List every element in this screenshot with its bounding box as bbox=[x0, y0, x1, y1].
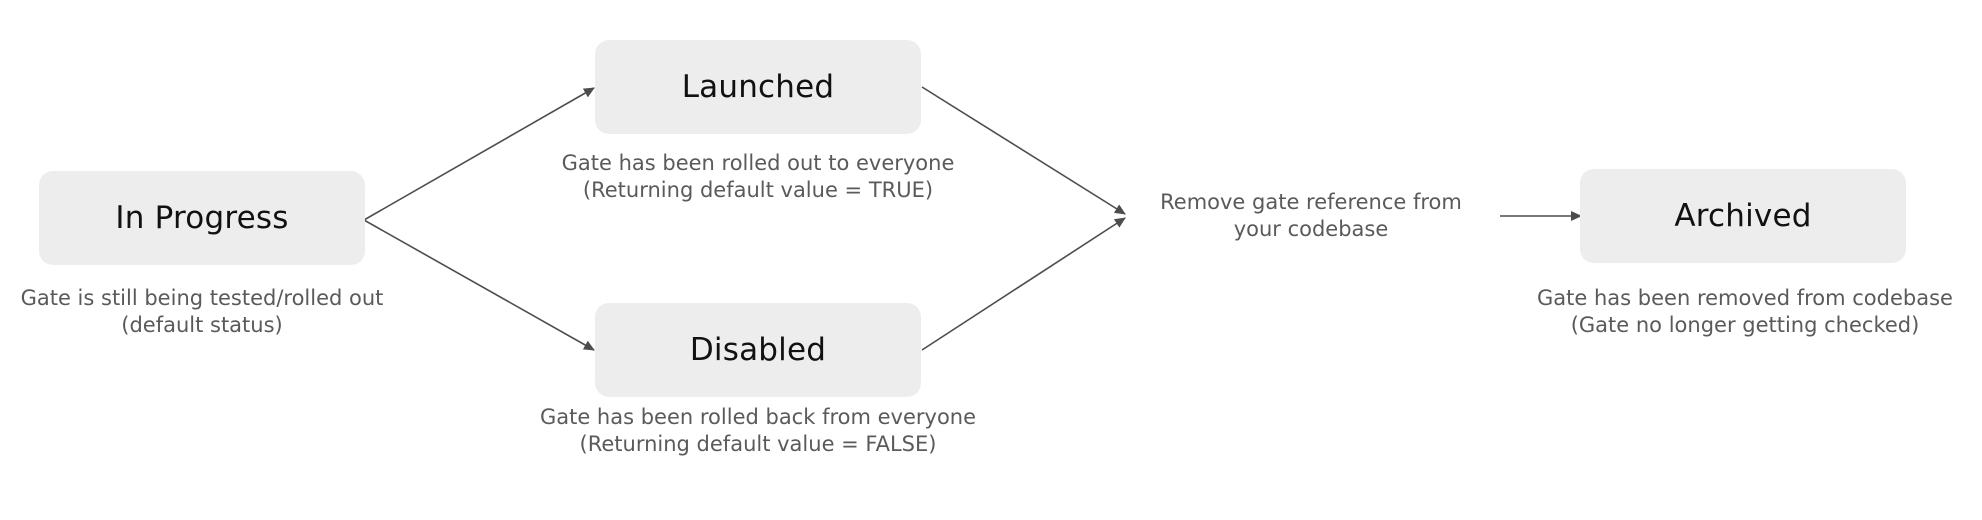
state-disabled-label: Disabled bbox=[689, 332, 827, 368]
state-launched-description: Gate has been rolled out to everyone (Re… bbox=[508, 150, 1008, 204]
state-in-progress-label: In Progress bbox=[115, 200, 289, 236]
arrow-disabled-to-remove bbox=[921, 217, 1126, 351]
state-archived-desc-line1: Gate has been removed from codebase bbox=[1537, 286, 1953, 310]
state-disabled-description: Gate has been rolled back from everyone … bbox=[488, 404, 1028, 458]
state-launched-label: Launched bbox=[681, 69, 835, 105]
state-launched-box: Launched bbox=[595, 40, 921, 134]
state-in-progress-desc-line2: (default status) bbox=[121, 313, 283, 337]
state-archived-label: Archived bbox=[1674, 198, 1812, 234]
state-in-progress-box: In Progress bbox=[39, 171, 365, 265]
step-remove-line1: Remove gate reference from bbox=[1160, 190, 1462, 214]
step-remove-gate-reference: Remove gate reference from your codebase bbox=[1130, 189, 1492, 243]
state-archived-desc-line2: (Gate no longer getting checked) bbox=[1570, 313, 1920, 337]
state-launched-desc-line1: Gate has been rolled out to everyone bbox=[561, 151, 955, 175]
state-archived-description: Gate has been removed from codebase (Gat… bbox=[1510, 285, 1980, 339]
state-disabled-desc-line2: (Returning default value = FALSE) bbox=[579, 432, 937, 456]
state-archived-box: Archived bbox=[1580, 169, 1906, 263]
step-remove-line2: your codebase bbox=[1233, 217, 1389, 241]
state-in-progress-description: Gate is still being tested/rolled out (d… bbox=[0, 285, 404, 339]
state-launched-desc-line2: (Returning default value = TRUE) bbox=[582, 178, 934, 202]
state-in-progress-desc-line1: Gate is still being tested/rolled out bbox=[20, 286, 384, 310]
state-disabled-box: Disabled bbox=[595, 303, 921, 397]
state-disabled-desc-line1: Gate has been rolled back from everyone bbox=[539, 405, 977, 429]
